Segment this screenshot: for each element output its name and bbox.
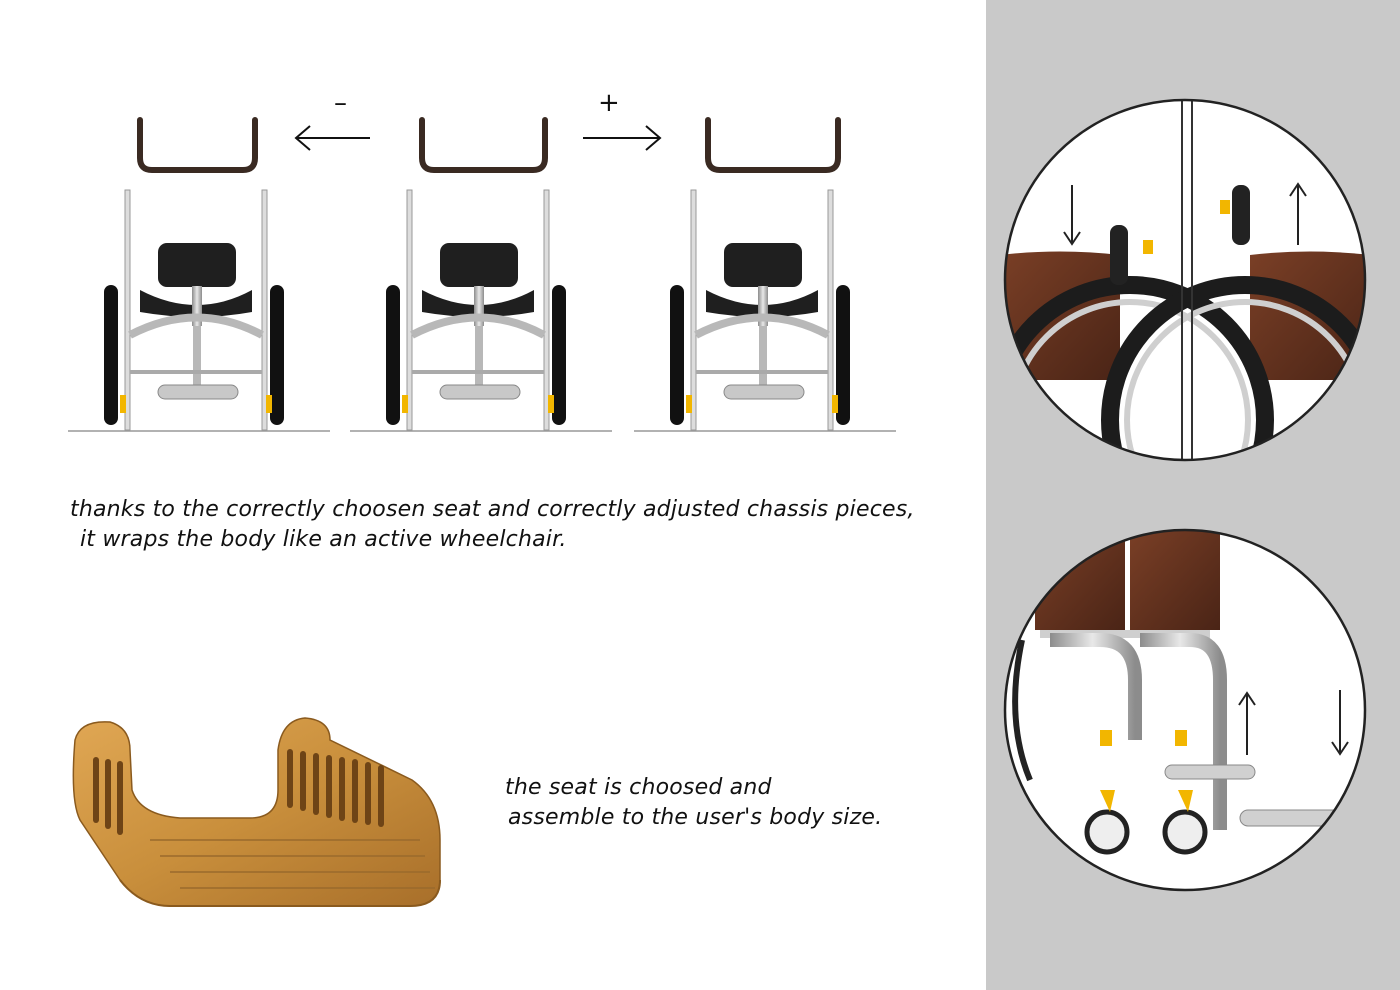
arrow-left-icon: [294, 125, 370, 151]
arrow-up-icon: [1289, 182, 1307, 245]
caption-seat: the seat is choosed and assemble to the …: [505, 773, 882, 833]
caption-chassis-line2: it wraps the body like an active wheelch…: [80, 527, 567, 552]
minus-label: –: [334, 88, 347, 118]
u-tube-medium: [419, 117, 548, 173]
caption-chassis-line1: thanks to the correctly choosen seat and…: [70, 497, 915, 522]
detail-backrest-adjust: [1003, 98, 1367, 462]
arrow-right-icon: [583, 125, 662, 151]
arrow-down-icon: [1331, 690, 1349, 756]
caption-chassis: thanks to the correctly choosen seat and…: [70, 495, 915, 555]
arrow-down-icon: [1063, 185, 1081, 246]
u-tube-wide: [705, 117, 841, 173]
caption-seat-line2: assemble to the user's body size.: [508, 805, 883, 830]
detail-footrest-adjust: [1003, 528, 1367, 892]
wheelchair-front-view: [68, 189, 330, 432]
caption-seat-line1: the seat is choosed and: [505, 775, 772, 800]
u-tube-narrow: [137, 117, 258, 173]
arrow-up-icon: [1238, 691, 1256, 755]
wooden-seat-render: [72, 717, 441, 907]
plus-label: +: [598, 88, 620, 118]
